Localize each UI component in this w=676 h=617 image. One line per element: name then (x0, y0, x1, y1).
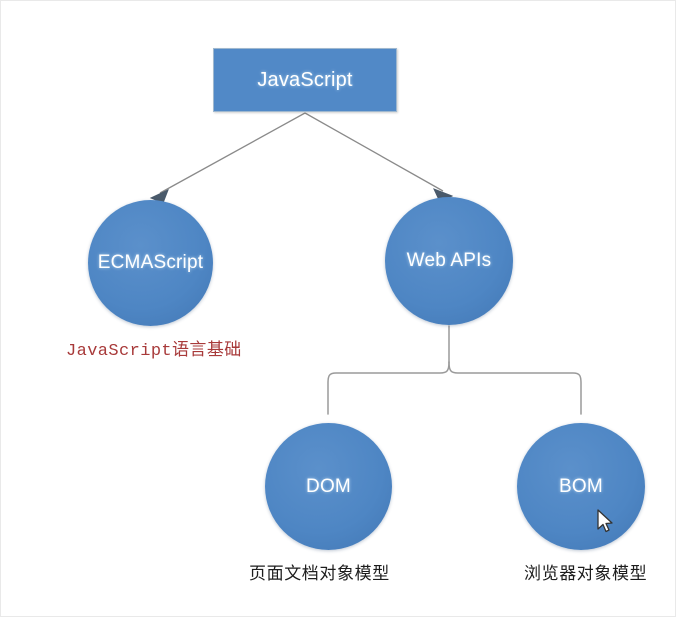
caption-ecmascript: JavaScript语言基础 (66, 342, 242, 361)
caption-dom: 页面文档对象模型 (249, 564, 390, 584)
node-ecmascript[interactable]: ECMAScript (88, 200, 213, 326)
node-ecmascript-label: ECMAScript (97, 252, 204, 273)
node-javascript-label: JavaScript (257, 68, 353, 91)
node-web-apis[interactable]: Web APIs (385, 197, 513, 325)
node-dom-label: DOM (306, 475, 351, 497)
node-javascript[interactable]: JavaScript (213, 48, 397, 112)
connector-javascript-to-webapis (304, 112, 454, 203)
node-bom[interactable]: BOM (517, 423, 645, 550)
connector-javascript-to-ecmascript (149, 112, 306, 204)
connector-webapis-to-dom-bom (327, 325, 582, 415)
caption-bom: 浏览器对象模型 (524, 564, 648, 584)
node-dom[interactable]: DOM (265, 423, 392, 550)
node-web-apis-label: Web APIs (406, 250, 492, 271)
node-bom-label: BOM (559, 475, 603, 497)
